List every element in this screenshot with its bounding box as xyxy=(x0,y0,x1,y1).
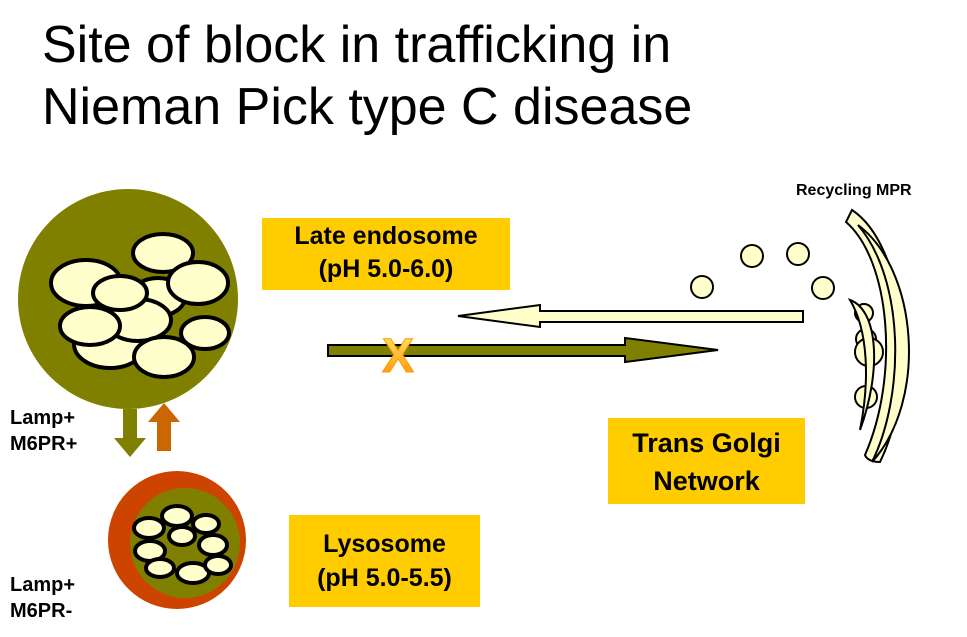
lysosome-name: Lysosome xyxy=(323,530,446,558)
late-endosome-organelle xyxy=(18,189,238,409)
return-arrow xyxy=(457,303,804,329)
block-x-icon: X xyxy=(381,330,414,384)
lysosome-organelle xyxy=(108,471,246,609)
golgi-stack xyxy=(844,208,910,464)
recycling-mpr-label: Recycling MPR xyxy=(796,182,912,199)
late-endosome-label: Late endosome (pH 5.0-6.0) xyxy=(262,218,510,290)
page-title: Site of block in trafficking in Nieman P… xyxy=(42,14,692,138)
marker-lamp: Lamp+ xyxy=(10,574,76,596)
lysosome-label: Lysosome (pH 5.0-5.5) xyxy=(289,515,480,607)
marker-label-endosome: Lamp+ M6PR+ xyxy=(10,405,77,457)
svg-text:X: X xyxy=(382,330,414,383)
late-endosome-ph: (pH 5.0-6.0) xyxy=(318,255,454,283)
marker-m6pr: M6PR+ xyxy=(10,433,78,455)
down-arrow xyxy=(114,409,146,457)
marker-lamp: Lamp+ xyxy=(10,407,76,429)
trans-golgi-line-1: Trans Golgi xyxy=(632,428,781,458)
title-line-1: Site of block in trafficking in xyxy=(42,16,672,74)
up-arrow xyxy=(148,403,180,451)
forward-arrow xyxy=(327,336,719,364)
trans-golgi-label: Trans Golgi Network xyxy=(608,418,805,504)
lysosome-ph: (pH 5.0-5.5) xyxy=(317,564,452,592)
recycling-vesicles xyxy=(690,242,884,409)
trans-golgi-line-2: Network xyxy=(653,466,760,496)
marker-m6pr: M6PR- xyxy=(10,600,73,622)
marker-label-lysosome: Lamp+ M6PR- xyxy=(10,572,75,624)
title-line-2: Nieman Pick type C disease xyxy=(42,78,693,136)
late-endosome-name: Late endosome xyxy=(294,222,478,250)
